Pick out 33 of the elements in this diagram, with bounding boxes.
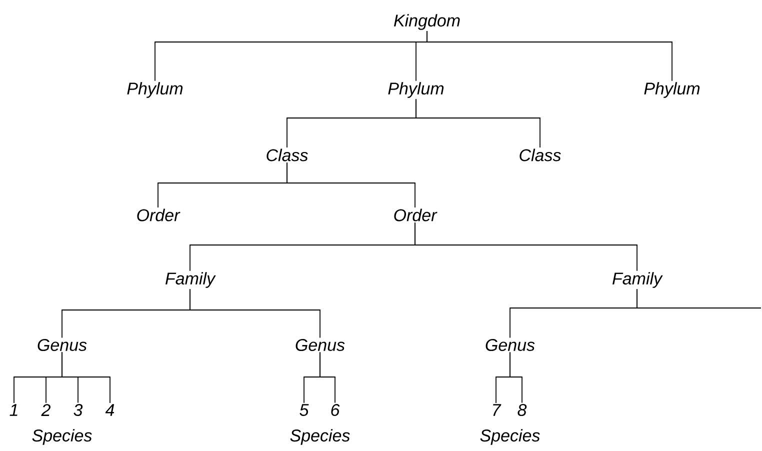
species-number: 7	[493, 404, 502, 416]
species-number: 3	[74, 404, 83, 416]
rank-label: Phylum	[644, 82, 700, 98]
group-label: Species	[290, 429, 350, 445]
rank-label: Genus	[38, 338, 87, 352]
rank-label: Order	[137, 208, 180, 222]
branch-line	[414, 222, 638, 272]
rank-label: Family	[166, 272, 216, 288]
rank-label: Class	[520, 148, 561, 162]
species-number: 4	[105, 404, 114, 416]
rank-label: Order	[394, 208, 438, 222]
branch-line	[62, 352, 110, 404]
rank-label: Class	[266, 148, 308, 162]
species-number: 8	[518, 404, 527, 416]
branch-line	[426, 30, 672, 82]
species-number: 1	[10, 404, 18, 416]
rank-label: Kingdom	[394, 14, 460, 30]
branch-line	[510, 352, 522, 404]
rank-label: Family	[612, 272, 663, 288]
group-label: Species	[480, 429, 540, 445]
group-label: Species	[32, 429, 92, 445]
branch-line	[320, 352, 336, 404]
rank-label: Phylum	[127, 82, 183, 98]
species-number: 2	[41, 404, 50, 416]
branch-line	[190, 288, 320, 338]
rank-label: Genus	[486, 338, 535, 352]
rank-label: Phylum	[388, 82, 444, 98]
branch-line	[416, 98, 540, 148]
branch-line	[636, 288, 762, 308]
rank-label: Genus	[296, 338, 345, 352]
species-number: 5	[300, 404, 309, 416]
species-number: 6	[331, 404, 340, 416]
branch-line	[286, 162, 416, 208]
